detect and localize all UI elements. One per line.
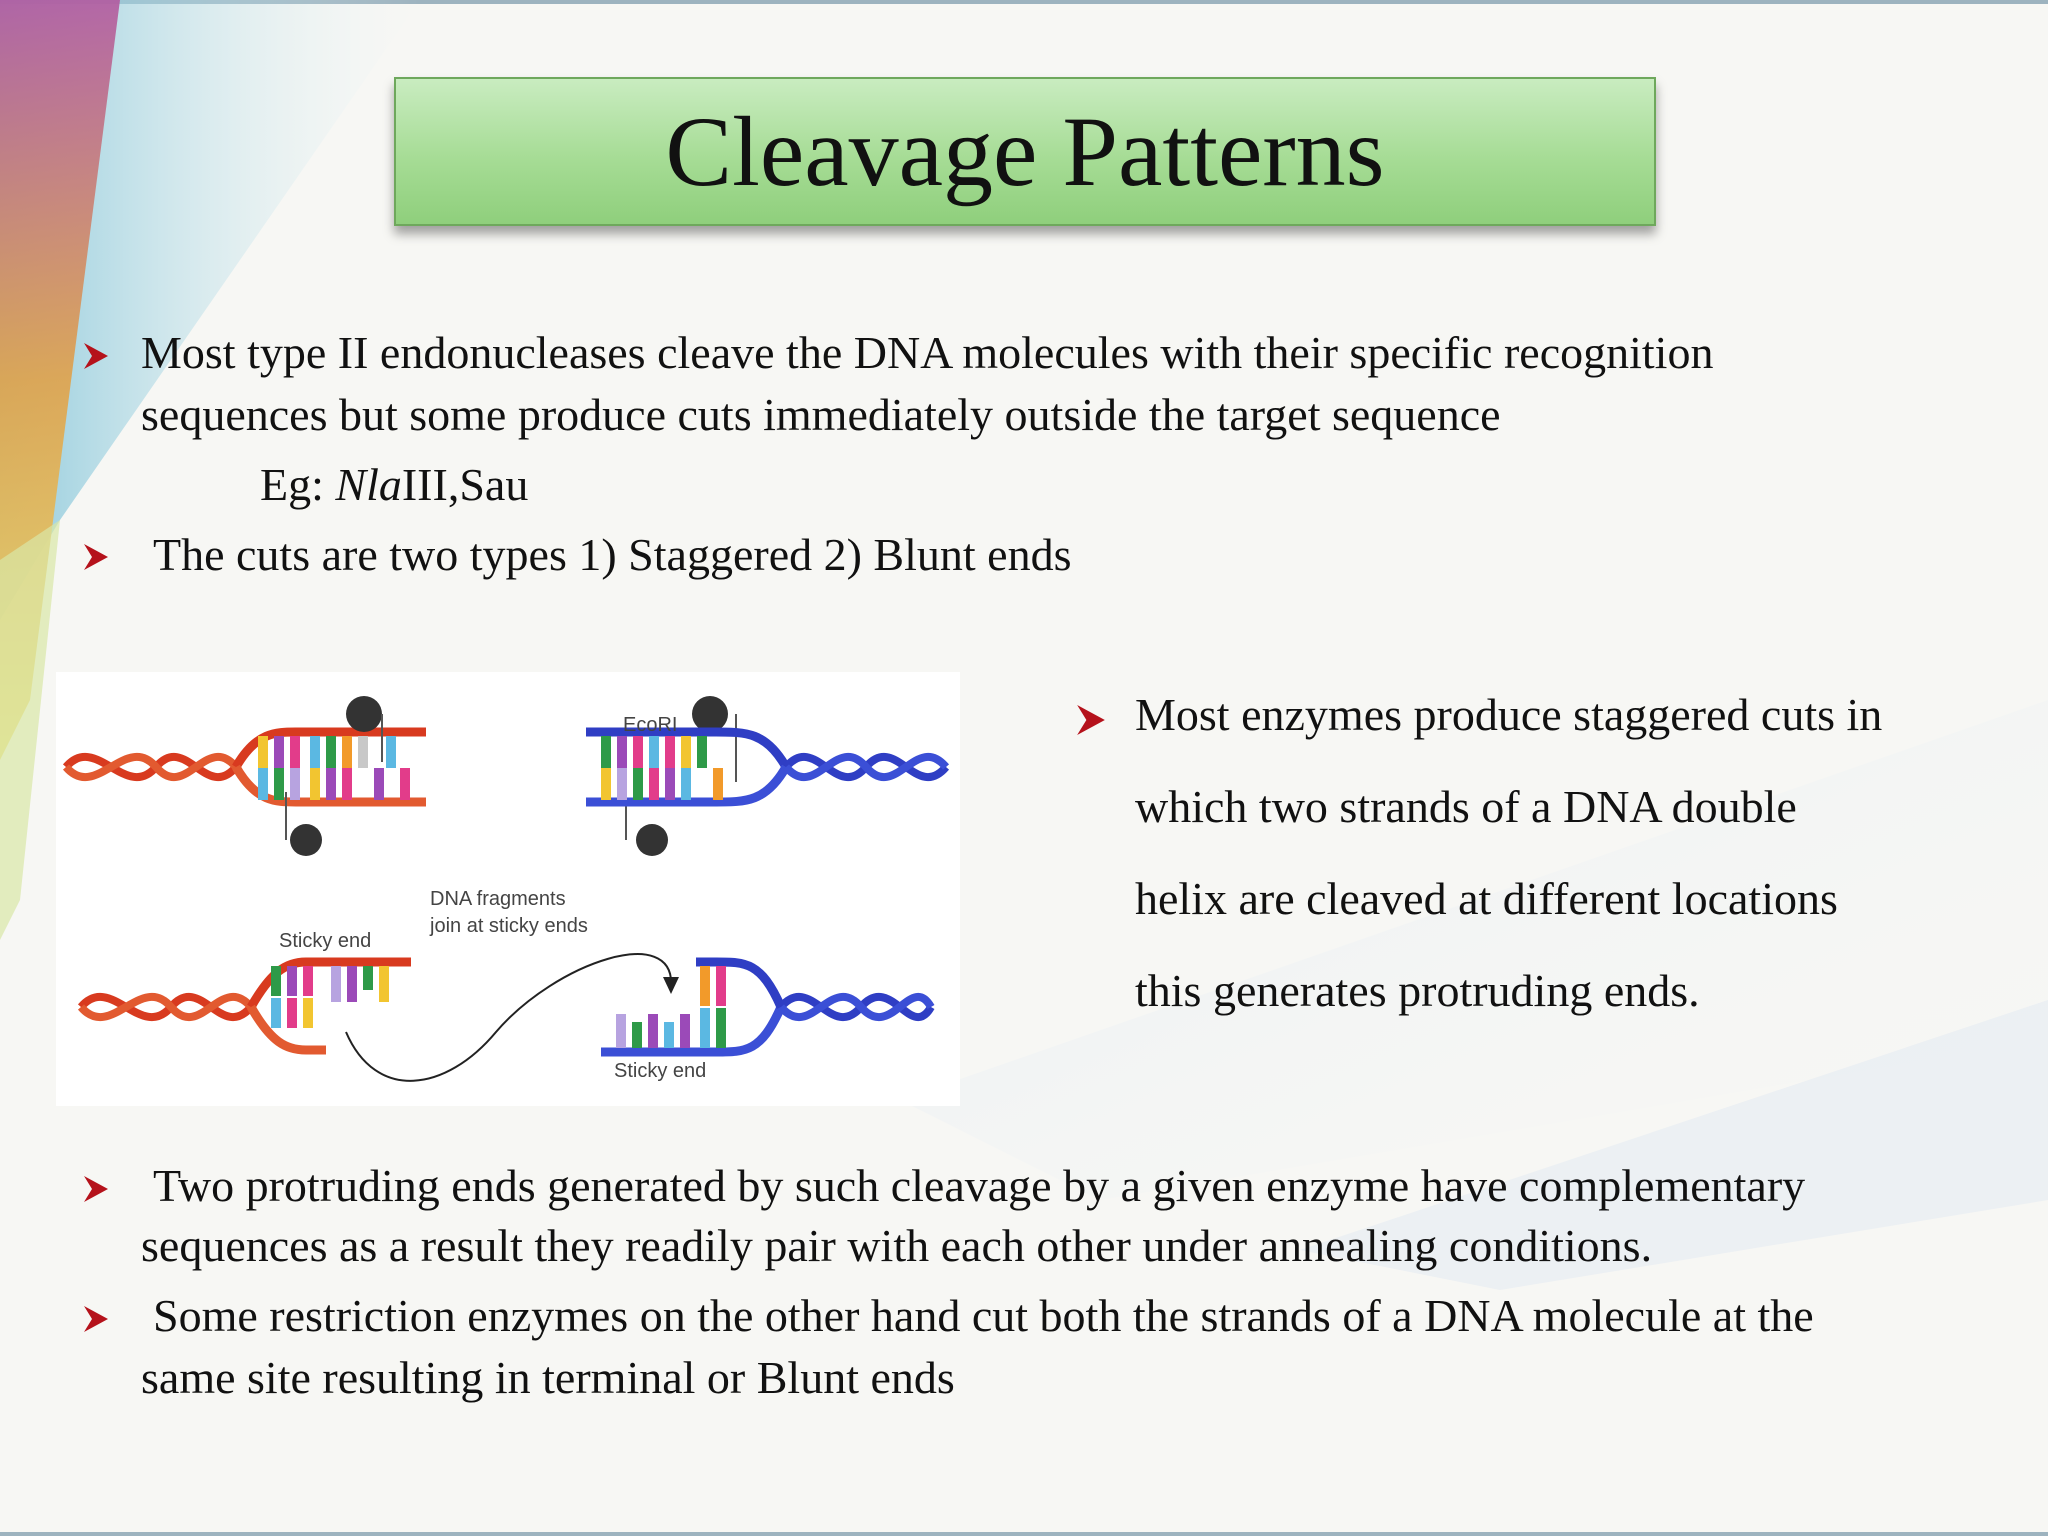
bullet-arrow-icon <box>84 1306 108 1332</box>
bullet-1-line-1: Most type II endonucleases cleave the DN… <box>141 327 1714 378</box>
sticky-end-label-right: Sticky end <box>614 1060 707 1082</box>
right-bullet-line-3: helix are cleaved at different locations <box>1135 873 1838 924</box>
helix-top-left <box>62 727 426 807</box>
bullet-arrow-icon <box>84 544 108 570</box>
bullet-2-text: The cuts are two types 1) Staggered 2) B… <box>153 529 1072 580</box>
example-prefix: Eg: <box>260 459 336 510</box>
bullet-arrow-icon <box>1077 705 1105 735</box>
helix-top-right <box>586 727 950 807</box>
bullet-1-example: Eg: NlaIII,Sau <box>260 454 528 516</box>
helix-bottom-right <box>601 957 935 1057</box>
title-box: Cleavage Patterns <box>394 77 1656 226</box>
right-bullet-line-4: this generates protruding ends. <box>1135 965 1700 1016</box>
join-label-line-1: DNA fragments <box>430 888 566 910</box>
bullet-1-line-2: sequences but some produce cuts immediat… <box>141 389 1501 440</box>
page-title: Cleavage Patterns <box>665 95 1385 207</box>
right-bullet-line-1: Most enzymes produce staggered cuts in <box>1135 689 1883 740</box>
enzyme-label: EcoRI <box>623 714 678 736</box>
sticky-end-label-left: Sticky end <box>279 930 372 952</box>
bottom-bullet-2-line-1: Some restriction enzymes on the other ha… <box>153 1290 1814 1341</box>
example-rest: III,Sau <box>401 459 529 510</box>
example-italic: Nla <box>335 459 402 510</box>
join-label-line-2: join at sticky ends <box>430 915 588 937</box>
bullet-arrow-icon <box>84 343 108 369</box>
dna-diagram <box>62 696 950 1082</box>
dna-cleavage-figure: EcoRI DNA fragments join at sticky ends … <box>56 672 960 1106</box>
helix-bottom-left <box>77 957 411 1055</box>
right-bullet-line-2: which two strands of a DNA double <box>1135 781 1797 832</box>
bullet-arrow-icon <box>84 1176 108 1202</box>
bottom-bullet-2-line-2: same site resulting in terminal or Blunt… <box>141 1352 955 1403</box>
bottom-bullet-1-line-1: Two protruding ends generated by such cl… <box>153 1160 1806 1211</box>
bottom-bullet-1-line-2: sequences as a result they readily pair … <box>141 1220 1653 1271</box>
